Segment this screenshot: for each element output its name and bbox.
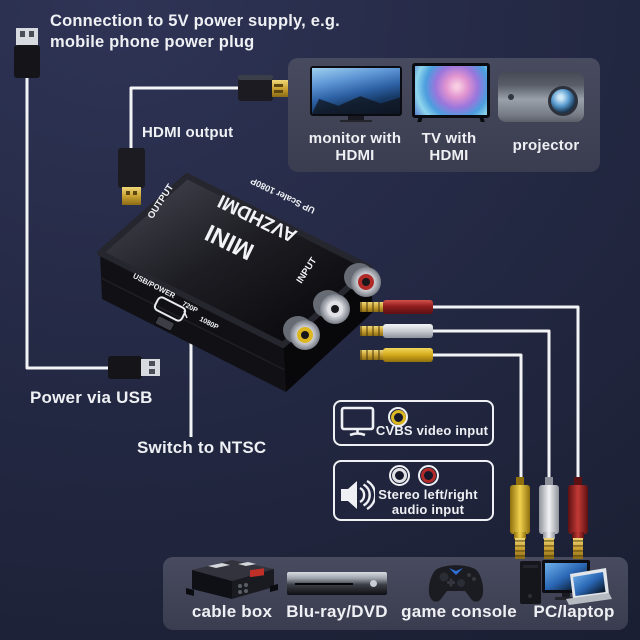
hdmi-plug-icon	[238, 75, 288, 101]
usb-power-cable	[25, 77, 110, 370]
note-line-1: Connection to 5V power supply, e.g.	[50, 12, 340, 30]
label-line: HDMI	[429, 147, 469, 164]
speaker-icon	[341, 479, 375, 511]
power-supply-note: Connection to 5V power supply, e.g. mobi…	[50, 11, 340, 53]
device-1080p-text: 1080P	[198, 316, 220, 332]
rca-plug-white-icon	[360, 324, 433, 338]
label-power-via-usb: Power via USB	[30, 388, 153, 407]
red-audio-cable	[430, 305, 580, 482]
monitor-stand	[348, 116, 364, 120]
cvbs-badge-text: CVBS video input	[375, 423, 489, 438]
label-switch-to-ntsc: Switch to NTSC	[137, 438, 267, 457]
rca-jack-yellow-icon	[283, 316, 320, 350]
device-scaler-text: UP Scaler 1080P	[249, 176, 317, 216]
device-720p-text: 720P	[181, 301, 199, 315]
rca-jack-white-icon	[313, 290, 350, 324]
device-brand-text: AVZHDMI	[215, 190, 301, 246]
stereo-input-badge: Stereo left/right audio input	[333, 460, 494, 521]
label-tv-with-hdmi: TV with HDMI	[404, 130, 494, 164]
cvbs-input-badge: CVBS video input	[333, 400, 494, 446]
hdmi-plug-vertical-icon	[118, 148, 145, 205]
hdmi-output-cable	[129, 86, 241, 152]
label-game-console: game console	[401, 602, 517, 621]
label-line: monitor with	[308, 130, 402, 147]
rca-jack-red-icon	[344, 263, 381, 297]
device-right-face	[283, 268, 373, 392]
tv-image	[412, 63, 490, 118]
player-button	[370, 580, 377, 587]
projector-lens-icon	[548, 86, 578, 116]
device-output-text: OUTPUT	[146, 182, 177, 221]
monitor-image	[310, 66, 402, 116]
mini-usb-port-icon	[153, 296, 187, 322]
note-line-2: mobile phone power plug	[50, 33, 255, 51]
device-model-text: MINI	[201, 219, 258, 265]
bluray-player-image	[287, 572, 387, 595]
device-top-face	[97, 173, 373, 348]
label-projector: projector	[498, 137, 594, 154]
source-plug-yellow-icon	[510, 477, 530, 559]
source-plug-red-icon	[568, 477, 588, 559]
label-line: projector	[512, 137, 580, 154]
rca-white-icon	[389, 465, 410, 486]
monitor-base	[340, 120, 372, 122]
resolution-switch	[154, 315, 175, 332]
rca-red-icon	[418, 465, 439, 486]
rca-plug-yellow-icon	[360, 348, 433, 362]
usb-power-plug-icon	[108, 356, 160, 379]
usb-plug-icon	[14, 28, 40, 78]
monitor-icon	[340, 406, 375, 437]
source-plug-white-icon	[539, 477, 559, 559]
disc-slot	[295, 583, 353, 585]
rca-yellow-icon	[388, 407, 408, 427]
label-pc-laptop: PC/laptop	[533, 602, 615, 621]
monitor-screen	[312, 68, 400, 114]
label-bluray-dvd: Blu-ray/DVD	[286, 602, 388, 621]
av2hdmi-converter-device: UP Scaler 1080P AVZHDMI MINI OUTPUT INPU…	[97, 173, 381, 392]
label-line: HDMI	[335, 147, 375, 164]
stereo-badge-line-2: audio input	[391, 502, 465, 517]
label-hdmi-output: HDMI output	[142, 124, 234, 141]
projector-image	[498, 72, 584, 122]
label-line: TV with	[421, 130, 477, 147]
device-usb-power-text: USB/POWER	[131, 271, 177, 300]
device-front-face	[100, 253, 286, 392]
projector-indicator	[508, 94, 514, 100]
label-cable-box: cable box	[191, 602, 273, 621]
device-input-text: INPUT	[295, 256, 320, 286]
rca-plug-red-icon	[360, 300, 433, 314]
stereo-badge-line-1: Stereo left/right	[378, 487, 478, 502]
label-monitor-with-hdmi: monitor with HDMI	[300, 130, 410, 164]
